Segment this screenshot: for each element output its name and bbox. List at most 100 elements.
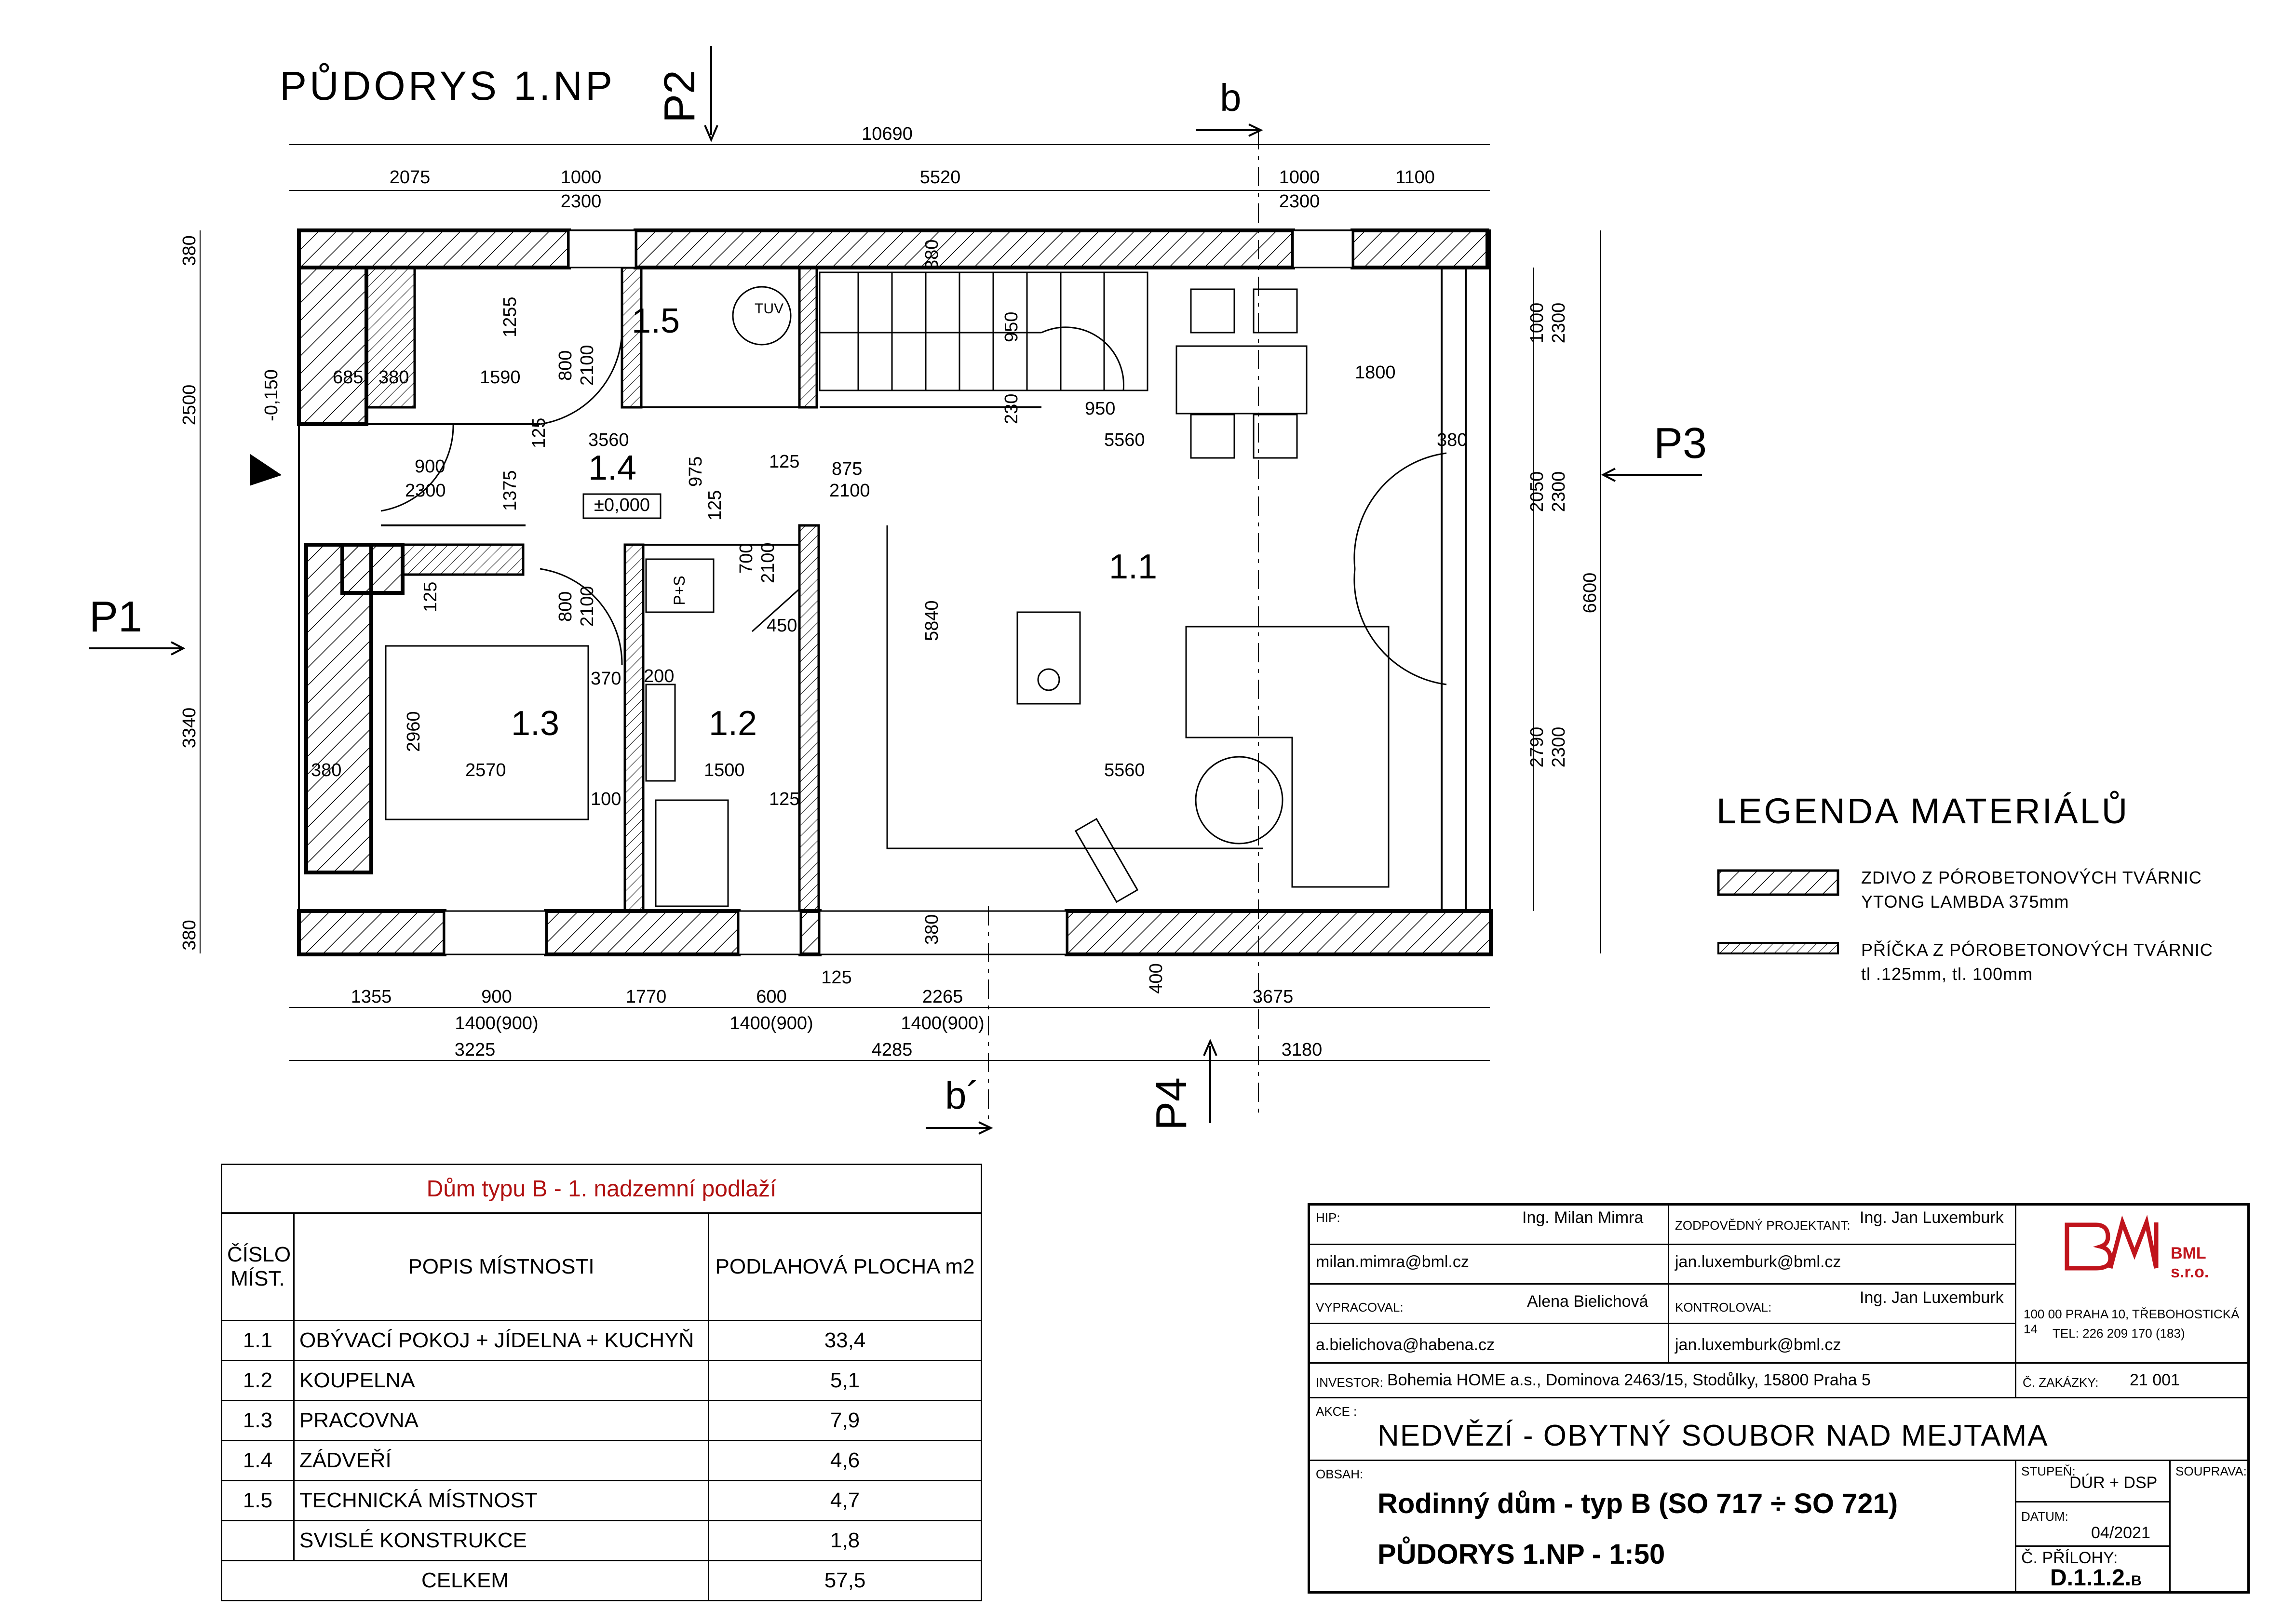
dim-inner-17: 2100 [577,586,597,627]
room-label-1-4: 1.4 [588,449,636,487]
section-label-b: b [1220,76,1242,119]
dim-inner-1: 380 [378,367,409,388]
table-row: 1.4 ZÁDVEŘÍ 4,6 [221,1440,983,1481]
wall-bottom-middle [544,909,741,956]
hip-name: Ing. Milan Mimra [1522,1208,1644,1227]
level-front: -0,150 [261,369,282,421]
order-value: 21 001 [2130,1371,2180,1389]
dim-left-2: 3340 [179,708,200,749]
dim-inner-20: 450 [767,616,797,636]
dim-inner-7: 3560 [588,430,629,450]
dim-inner-21: 370 [591,669,621,689]
dim-inner-2: 1590 [480,367,521,388]
dim-bottom-2: 1400(900) [455,1013,538,1033]
room-area: 5,1 [707,1360,983,1401]
room-desc: KOUPELNA [293,1360,709,1401]
hip-label: HIP: [1316,1210,1340,1225]
dim-bottom2-2: 3180 [1282,1040,1323,1060]
dim-inner-22: 200 [644,666,674,686]
dim-right-5: 2300 [1549,727,1569,768]
dim-inner-34: 380 [1437,430,1467,450]
dim-inner-16: 800 [555,591,576,622]
legend-item-1-line2: tl .125mm, tl. 100mm [1861,964,2033,984]
dim-bottom-7: 2265 [922,987,963,1007]
dim-left-1: 2500 [179,385,200,426]
dim-bottom-10: 3675 [1253,987,1294,1007]
section-label-p4: P4 [1148,1077,1196,1130]
zp-email: jan.luxemburk@bml.cz [1675,1253,1841,1271]
dim-right-4: 2790 [1527,727,1547,768]
wall-bottom-left [297,909,446,956]
dim-inner-35: 5840 [922,600,942,641]
table-row: 1.2 KOUPELNA 5,1 [221,1360,983,1401]
dim-inner-18: 700 [736,543,756,574]
priloha-label: Č. PŘÍLOHY: [2021,1549,2118,1567]
kon-label: KONTROLOVAL: [1675,1300,1772,1314]
akce-value: NEDVĚZÍ - OBYTNÝ SOUBOR NAD MEJTAMA [1378,1419,2049,1452]
dim-inner-23: 2960 [404,711,424,752]
dim-inner-33: 1800 [1355,362,1396,383]
dim-inner-13: 875 [832,459,862,479]
door-swings [380,327,1447,685]
wall-top-middle [634,228,1295,269]
total-area: 57,5 [707,1560,983,1601]
section-label-p2: P2 [656,70,704,123]
dim-inner-31: 950 [1085,399,1115,419]
company-tel: TEL: 226 209 170 (183) [2053,1326,2185,1341]
room-label-1-5: 1.5 [632,302,680,340]
room-desc: TECHNICKÁ MÍSTNOST [293,1480,709,1521]
priloha-value: D.1.1.2. [2050,1565,2132,1591]
wall-left-bottom [304,543,373,874]
table-total-row: CELKEM 57,5 [221,1560,983,1601]
dim-top-1: 1000 [561,167,602,188]
dim-inner-14: 2100 [829,481,870,501]
company-logo [2062,1215,2168,1273]
section-label-bprime: b´ [945,1074,979,1117]
legend-item-1-line1: PŘÍČKA Z PÓROBETONOVÝCH TVÁRNIC [1861,940,2213,960]
room-area: 7,9 [707,1400,983,1441]
ps-label: P+S [671,576,688,605]
datum-label: DATUM: [2021,1509,2068,1524]
section-label-p1: P1 [89,593,142,641]
table-row: 1.5 TECHNICKÁ MÍSTNOST 4,7 [221,1480,983,1521]
room-num: 1.2 [221,1360,295,1401]
section-markers [89,46,1702,1135]
dim-inner-26: 380 [311,760,341,780]
vyp-label: VYPRACOVAL: [1316,1300,1404,1314]
dim-left-3: 380 [179,920,200,950]
stupen-value: DÚR + DSP [2069,1474,2158,1492]
room-area: 4,7 [707,1480,983,1521]
room-num: 1.4 [221,1440,295,1481]
wall-top-left [297,228,571,269]
legend-title: LEGENDA MATERIÁLŮ [1716,791,2130,831]
dim-inner-3: 1255 [500,296,520,337]
hip-email: milan.mimra@bml.cz [1316,1253,1469,1271]
dim-bottom-1: 900 [481,987,512,1007]
room-table-header-num: ČÍSLO MÍST. [221,1212,295,1321]
room-table-header-area: PODLAHOVÁ PLOCHA m2 [707,1212,983,1321]
wall-bottom-right [1065,909,1493,956]
exterior-walls [297,228,1493,956]
bml-logo-icon [2065,1215,2159,1271]
akce-label: AKCE : [1316,1404,1357,1419]
section-label-p3: P3 [1654,419,1707,468]
dim-inner-10: 1375 [500,470,520,511]
room-num [221,1520,295,1561]
dim-inner-9: 2300 [405,481,446,501]
wall-left-top [297,266,368,426]
room-area: 33,4 [707,1320,983,1361]
dim-bottom2-1: 4285 [872,1040,913,1060]
window-openings [444,229,1353,955]
zp-label: ZODPOVĚDNÝ PROJEKTANT: [1675,1218,1850,1233]
investor-label: INVESTOR: [1316,1375,1383,1390]
room-desc: SVISLÉ KONSTRUKCE [293,1520,709,1561]
dim-top-6: 1100 [1395,167,1435,188]
order-label: Č. ZAKÁZKY: [2023,1375,2099,1390]
room-num: 1.1 [221,1320,295,1361]
dim-bottom2-0: 3225 [455,1040,496,1060]
dim-inner-5: 2100 [577,345,597,386]
room-area: 4,6 [707,1440,983,1481]
legend-item-0-line2: YTONG LAMBDA 375mm [1861,892,2069,912]
stupen-label: STUPEŇ: [2021,1464,2076,1478]
dim-inner-27: 100 [591,789,621,809]
